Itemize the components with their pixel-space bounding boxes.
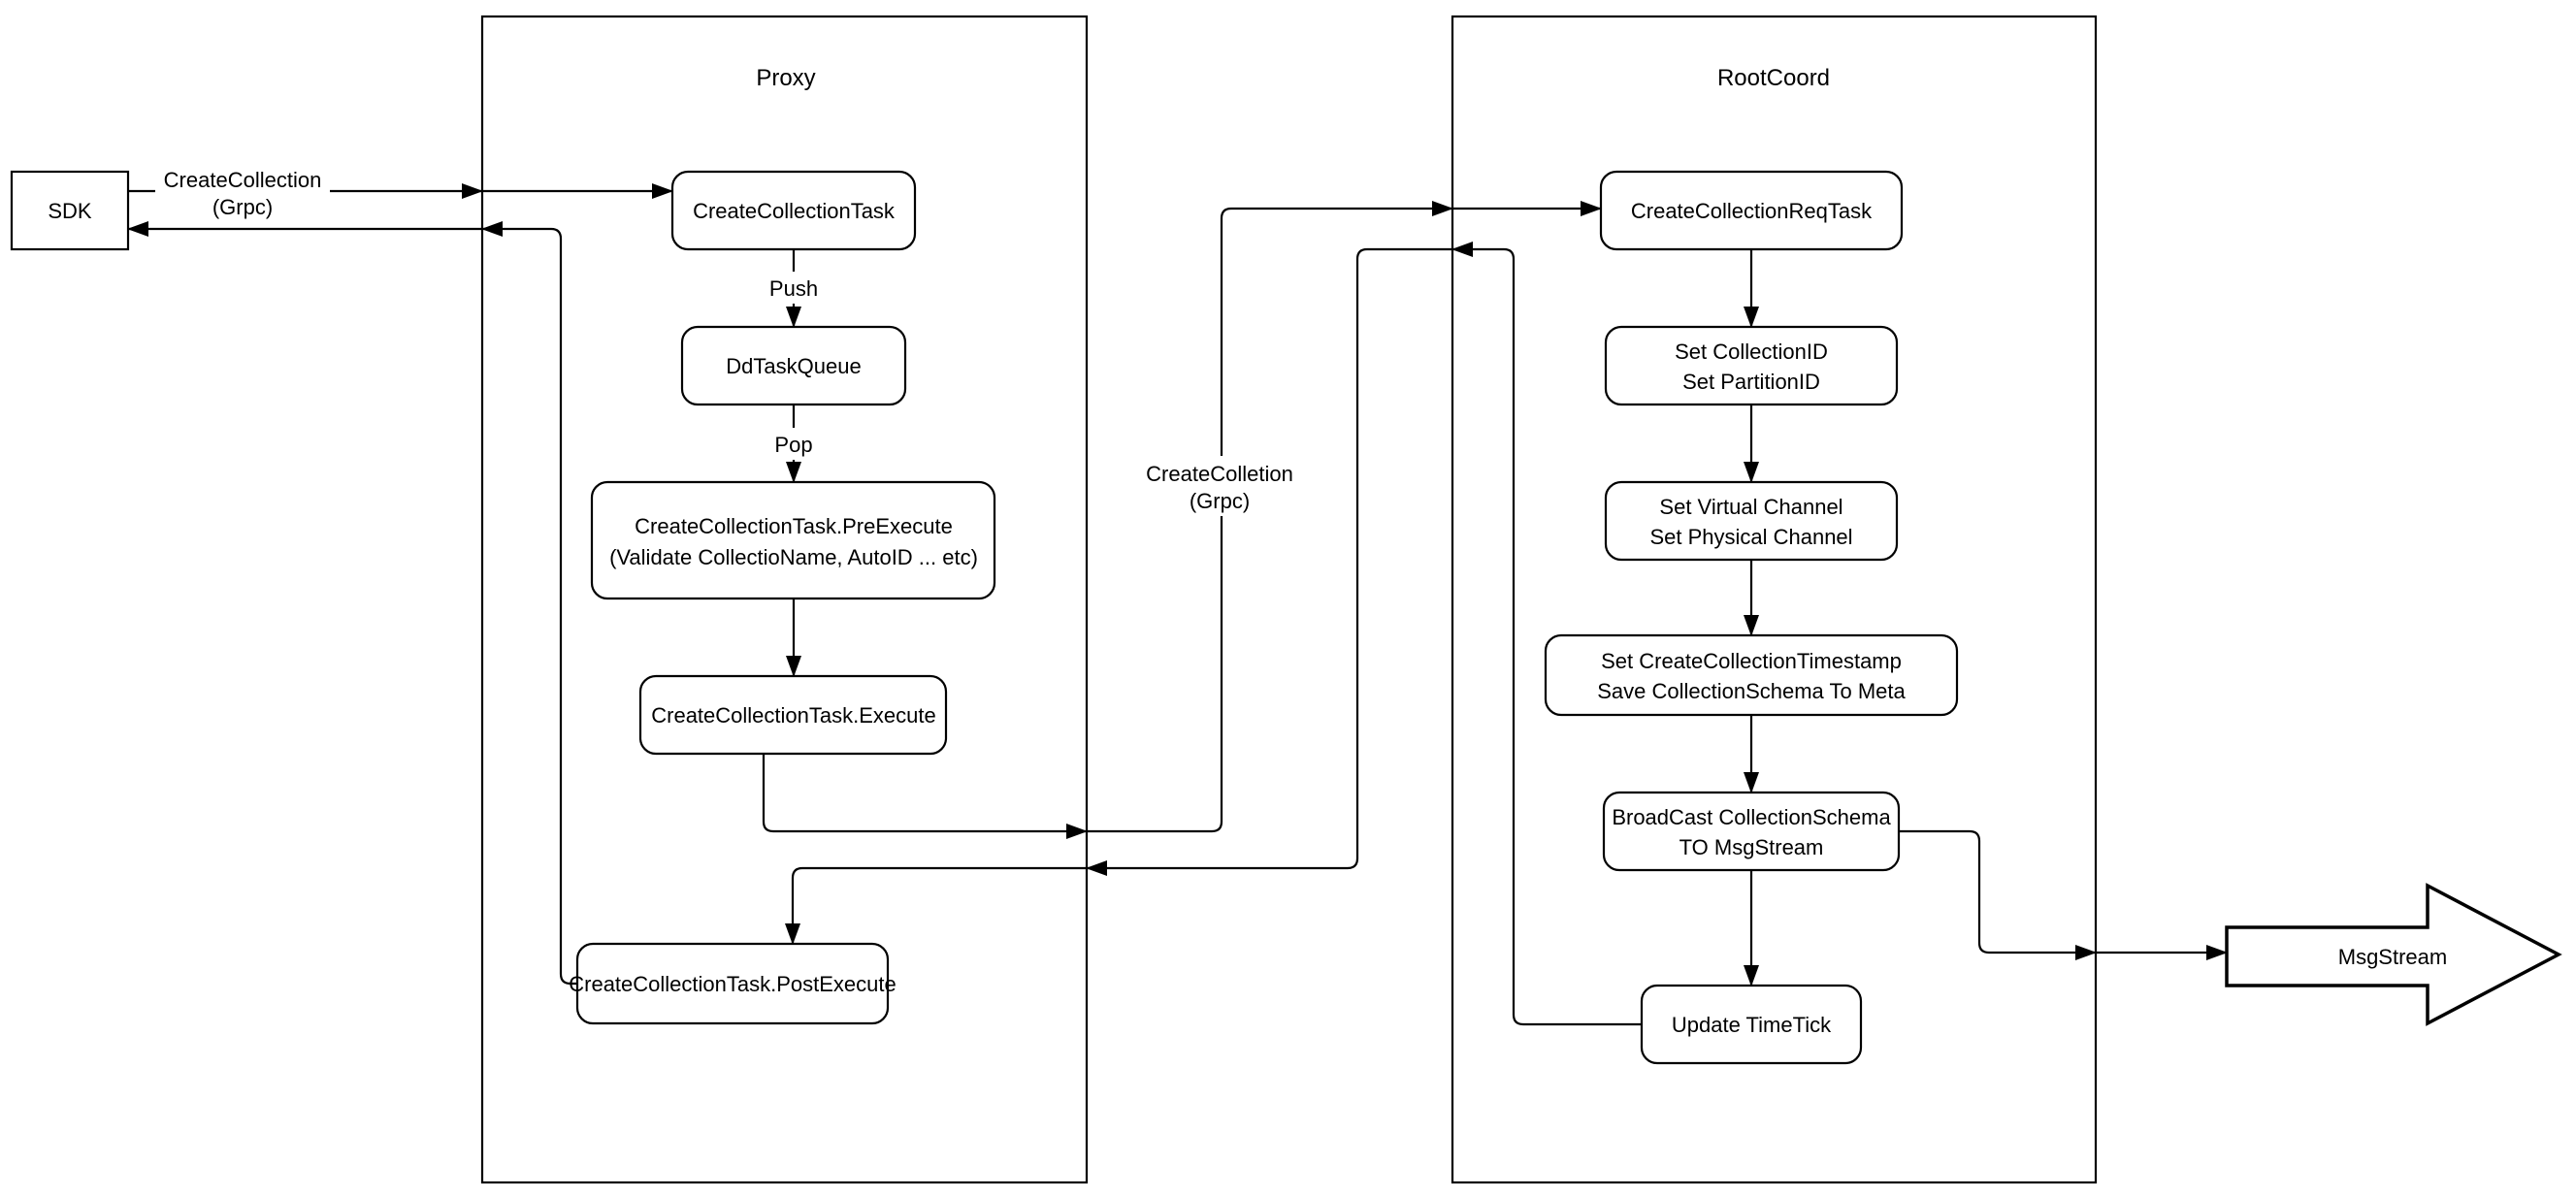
msgstream-arrow-shape [2225,883,2562,1026]
post-execute-box [575,942,890,1025]
node-msgstream: MsgStream [2225,883,2562,1026]
pre-execute-label-line1: CreateCollectionTask.PreExecute [635,514,953,538]
edge-label-proxy-call-bg [1135,456,1304,516]
node-broadcast: BroadCast CollectionSchema TO MsgStream [1602,791,1901,872]
dd-task-queue-label: DdTaskQueue [726,354,861,378]
node-set-timestamp: Set CreateCollectionTimestamp Save Colle… [1544,633,1959,717]
edge-label-proxy-call-line1: CreateColletion [1146,462,1293,486]
execute-label: CreateCollectionTask.Execute [651,703,935,728]
node-sdk: SDK [10,170,130,251]
edge-label-push-bg [760,272,828,304]
set-channels-box [1604,480,1899,562]
node-set-channels: Set Virtual Channel Set Physical Channel [1604,480,1899,562]
update-timetick-label: Update TimeTick [1672,1013,1832,1037]
pre-execute-box [590,480,996,600]
edge-label-proxy-call: CreateColletion (Grpc) [1135,456,1304,516]
node-create-collection-req-task: CreateCollectionReqTask [1599,170,1904,251]
create-collection-task-box [670,170,917,251]
rootcoord-container-title: RootCoord [1717,65,1830,91]
edge-label-sdk-call: CreateCollection (Grpc) [155,165,330,220]
edge-label-proxy-call-line2: (Grpc) [1190,489,1250,513]
create-collection-task-label: CreateCollectionTask [693,199,896,223]
edge-timetick-return-seg1 [1451,242,1642,1026]
edge-timetick-return-seg3 [785,866,1087,945]
post-execute-label: CreateCollectionTask.PostExecute [569,972,897,996]
edge-execute-to-reqtask-seg1 [762,754,1088,839]
set-timestamp-label-line2: Save CollectionSchema To Meta [1597,679,1906,703]
broadcast-label-line2: TO MsgStream [1679,835,1824,859]
edge-label-pop-bg [765,428,823,460]
node-create-collection-task: CreateCollectionTask [670,170,917,251]
node-pre-execute: CreateCollectionTask.PreExecute (Validat… [590,480,996,600]
node-execute: CreateCollectionTask.Execute [638,674,948,756]
edge-label-pop-text: Pop [774,433,812,457]
set-ids-label-line2: Set PartitionID [1682,370,1820,394]
edge-execute-to-reqtask-seg2 [1087,201,1453,833]
dd-task-queue-box [680,325,907,406]
edge-label-push: Push [760,272,828,304]
edge-label-sdk-call-bg [155,165,330,220]
execute-box [638,674,948,756]
sdk-label: SDK [48,199,92,223]
create-collection-req-task-label: CreateCollectionReqTask [1631,199,1873,223]
pre-execute-label-line2: (Validate CollectioName, AutoID ... etc) [609,545,978,569]
edge-label-sdk-call-line1: CreateCollection [164,168,322,192]
set-timestamp-box [1544,633,1959,717]
node-post-execute: CreateCollectionTask.PostExecute [569,942,897,1025]
set-channels-label-line2: Set Physical Channel [1649,525,1852,549]
edge-postexecute-to-sdk-seg1 [481,221,577,986]
sdk-box [10,170,130,251]
update-timetick-box [1640,984,1863,1065]
edge-timetick-return-seg2 [1086,247,1452,876]
msgstream-label: MsgStream [2338,945,2447,969]
edge-label-push-text: Push [769,276,818,301]
node-dd-task-queue: DdTaskQueue [680,325,907,406]
edge-label-pop: Pop [765,428,823,460]
set-timestamp-label-line1: Set CreateCollectionTimestamp [1601,649,1902,673]
proxy-container-title: Proxy [756,65,815,91]
set-ids-label-line1: Set CollectionID [1675,340,1828,364]
broadcast-label-line1: BroadCast CollectionSchema [1612,805,1891,829]
edge-label-sdk-call-line2: (Grpc) [212,195,273,219]
edge-broadcast-to-msgstream-seg1 [1899,829,2097,960]
set-ids-box [1604,325,1899,406]
create-collection-req-task-box [1599,170,1904,251]
set-channels-label-line1: Set Virtual Channel [1659,495,1842,519]
broadcast-box [1602,791,1901,872]
node-set-ids: Set CollectionID Set PartitionID [1604,325,1899,406]
node-update-timetick: Update TimeTick [1640,984,1863,1065]
